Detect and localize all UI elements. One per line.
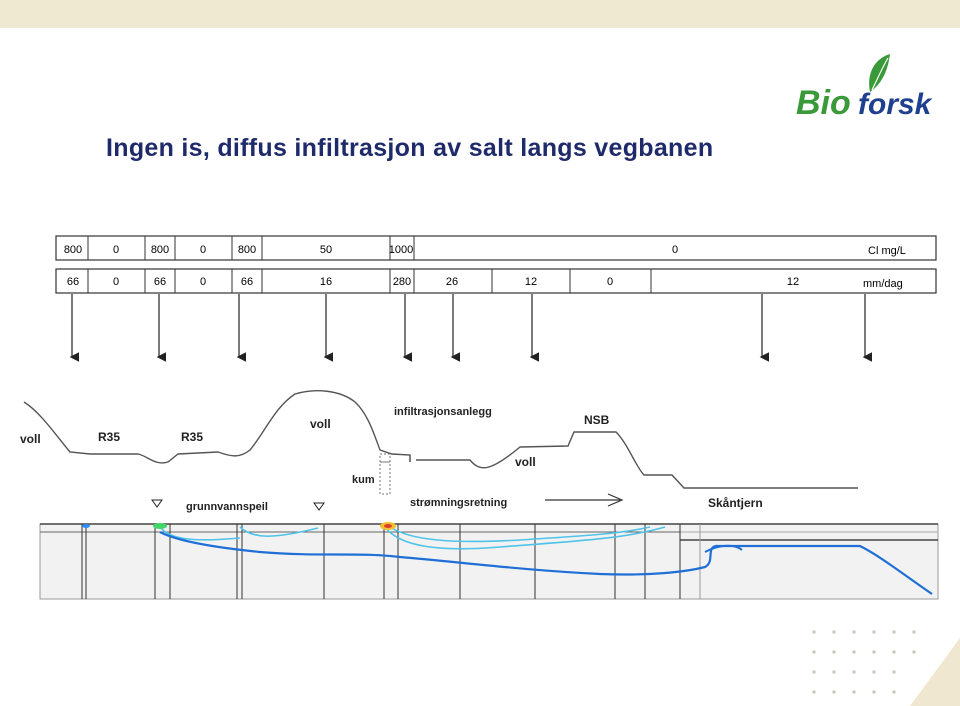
flow-value: 0 (113, 276, 119, 288)
groundwater-marker-icon (151, 499, 163, 508)
flow-value: 280 (393, 276, 411, 288)
svg-text:forsk: forsk (858, 88, 932, 121)
infiltration-arrows (69, 294, 873, 362)
label-voll-right: voll (515, 455, 536, 469)
salt-plume-curves (159, 526, 666, 550)
flow-unit-label: mm/dag (863, 278, 903, 290)
bioforsk-logo: Bio forsk (796, 54, 932, 122)
cl-value: 800 (238, 244, 256, 256)
flow-value: 66 (154, 276, 166, 288)
label-voll-left: voll (20, 432, 41, 446)
cl-value: 0 (113, 244, 119, 256)
label-grunnvannspeil: grunnvannspeil (186, 501, 268, 513)
label-r35-2: R35 (181, 430, 203, 444)
label-skantjern: Skåntjern (708, 496, 763, 510)
slide-title: Ingen is, diffus infiltrasjon av salt la… (106, 134, 714, 162)
label-kum: kum (352, 474, 375, 486)
flow-value: 12 (787, 276, 799, 288)
flow-value: 66 (67, 276, 79, 288)
groundwater-flow-line (159, 531, 933, 595)
terrain-profile (23, 390, 858, 489)
flow-value: 0 (200, 276, 206, 288)
flow-value: 26 (446, 276, 458, 288)
cl-value: 50 (320, 244, 332, 256)
cl-concentration-row: 800 0 800 0 800 50 1000 0 Cl mg/L (55, 235, 937, 261)
label-voll-mid: voll (310, 417, 331, 431)
cl-unit-label: Cl mg/L (868, 245, 906, 257)
svg-text:Bio: Bio (796, 84, 851, 122)
kum-structure (379, 453, 391, 495)
label-nsb: NSB (584, 413, 610, 427)
flow-value: 66 (241, 276, 253, 288)
label-infiltrasjonsanlegg: infiltrasjonsanlegg (394, 406, 492, 418)
cl-value: 0 (200, 244, 206, 256)
flow-value: 16 (320, 276, 332, 288)
flow-direction-arrow-icon (545, 493, 624, 507)
cl-value: 0 (672, 244, 678, 256)
top-band (0, 0, 960, 28)
flow-value: 12 (525, 276, 537, 288)
cl-value: 1000 (389, 244, 413, 256)
cl-value: 800 (151, 244, 169, 256)
label-r35-1: R35 (98, 430, 120, 444)
corner-decoration (812, 630, 960, 706)
label-stromningsretning: strømningsretning (410, 497, 507, 509)
infiltration-rate-row: 66 0 66 0 66 16 280 26 12 0 12 mm/dag (55, 268, 937, 294)
road-salt-profile-diagram: 800 0 800 0 800 50 1000 0 Cl mg/L 66 0 6… (20, 235, 939, 600)
groundwater-model-grid (39, 523, 939, 600)
flow-value: 0 (607, 276, 613, 288)
cl-value: 800 (64, 244, 82, 256)
groundwater-marker-icon (313, 502, 325, 511)
infiltration-hotspots (82, 522, 396, 530)
